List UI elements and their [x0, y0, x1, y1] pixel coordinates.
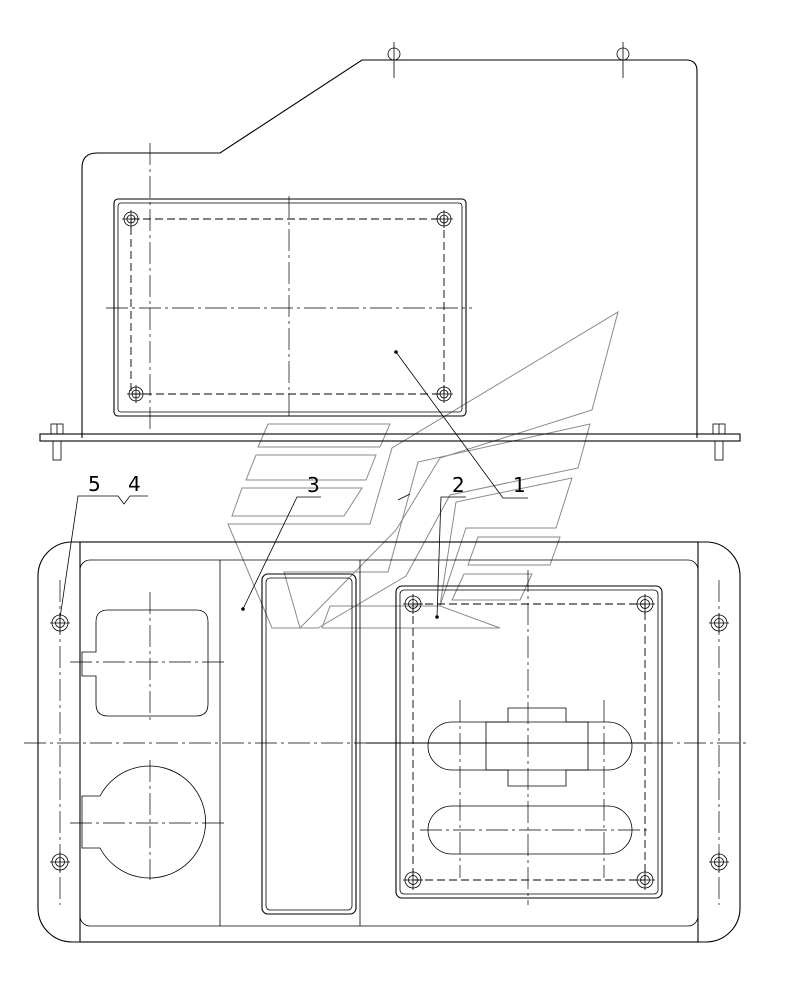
callout-3-number: 3 [307, 473, 320, 497]
flange-bolt-left [50, 423, 64, 461]
panel-screw-tr [709, 613, 729, 633]
callouts: 1 2 3 4 5 [59, 350, 528, 619]
callout-2: 2 [435, 473, 466, 619]
top-view [39, 42, 741, 461]
panel-screw-br [709, 852, 729, 872]
cover-screw-bl [127, 385, 145, 403]
round-socket [81, 765, 206, 879]
middle-slot-inner [265, 577, 353, 911]
callout-5-number: 5 [88, 472, 101, 496]
callout-2-number: 2 [452, 473, 465, 497]
base-flange [39, 433, 741, 442]
watermark-logo [227, 310, 619, 629]
front-view [24, 541, 750, 943]
callout-5: 5 [59, 472, 106, 619]
cover-plate-outer [113, 198, 467, 417]
cross-boss [485, 707, 589, 787]
rectangular-socket [81, 609, 209, 717]
right-cover-inner [399, 589, 659, 895]
right-cover-outer [395, 585, 663, 899]
upper-recess [427, 721, 633, 771]
panel-screw-bl [50, 852, 70, 872]
cover2-screw-tl [403, 594, 423, 614]
callout-1-number: 1 [513, 473, 526, 497]
flange-bolt-right [712, 423, 726, 461]
top-screw-right [615, 42, 631, 78]
top-screw-left [386, 42, 402, 78]
cover2-screw-br [635, 870, 655, 890]
cover-bolt-pattern [130, 218, 445, 395]
cover-screw-tr [435, 210, 453, 228]
cover-plate-inner [117, 202, 463, 413]
cover2-screw-tr [635, 594, 655, 614]
callout-4-number: 4 [128, 472, 141, 496]
cover2-screw-bl [403, 870, 423, 890]
cover-screw-tl [122, 210, 140, 228]
panel-inner [79, 541, 699, 943]
upper-housing-outline [81, 59, 698, 438]
callout-4: 4 [106, 472, 148, 505]
middle-slot-outer [261, 573, 357, 915]
right-bolt-pattern [412, 603, 646, 881]
panel-outer [37, 541, 741, 943]
callout-1: 1 [394, 350, 528, 499]
callout-3: 3 [241, 473, 321, 611]
cover-screw-br [435, 385, 453, 403]
